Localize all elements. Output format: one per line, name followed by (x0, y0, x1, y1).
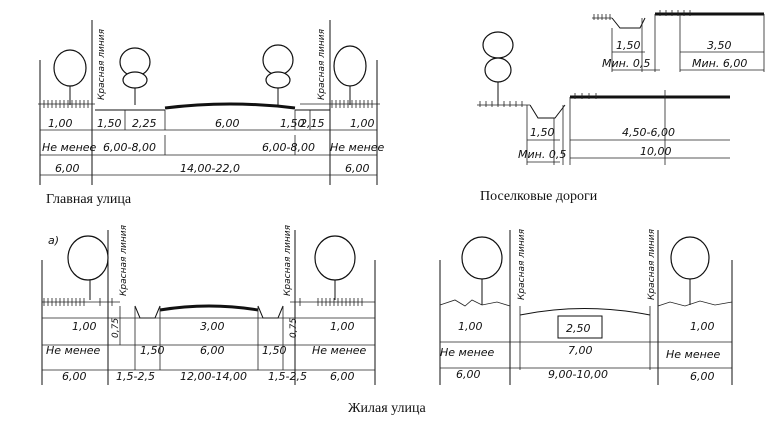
dim-label: Мин. 0,5 (602, 57, 650, 70)
tree-icon (461, 236, 503, 305)
red-line-label: Красная линия (283, 224, 293, 296)
dim-label: 12,00-14,00 (180, 370, 247, 383)
dim-label: Мин. 0,5 (518, 148, 566, 161)
tree-icon (314, 235, 356, 300)
dim-label: 6,00 (62, 370, 87, 383)
red-line-label: Красная линия (317, 28, 327, 100)
dim-label: 3,00 (200, 320, 225, 333)
village-roads-section: 1,50 3,50 Мин. 0,5 Мин. 6,00 1,50 4,50-6… (477, 10, 765, 204)
caption-main-street: Главная улица (46, 192, 132, 207)
dim-label: 14,00-22,0 (180, 162, 240, 175)
dim-label: 6,00 (55, 162, 80, 175)
dim-label: 1,50 (262, 344, 287, 357)
dim-label: 6,00 (200, 344, 225, 357)
carriageway (164, 102, 296, 110)
dim-label: Не менее (42, 141, 97, 154)
dim-label: 1,00 (350, 117, 375, 130)
dim-label: 1,00 (458, 320, 483, 333)
tree-icon (53, 49, 87, 105)
dim-label: 1,50 (97, 117, 122, 130)
dim-label: 3,50 (707, 39, 732, 52)
caption-residential-street: Жилая улица (348, 401, 427, 416)
red-line-label: Красная линия (119, 224, 129, 296)
dim-label: 0,75 (289, 318, 299, 338)
dim-label: Не менее (440, 346, 495, 359)
dim-label: 1,00 (690, 320, 715, 333)
dim-label: 1,00 (72, 320, 97, 333)
main-street-section: Красная линия Красная линия 1,00 1,50 2,… (38, 20, 385, 207)
red-line-label: Красная линия (517, 228, 527, 300)
tree-icon (482, 31, 514, 105)
dim-label: 7,00 (568, 344, 593, 357)
dim-label: 1,50 (280, 117, 305, 130)
tree-icon (119, 47, 151, 105)
dim-label: 1,50 (616, 39, 641, 52)
dim-label: 1,50 (530, 126, 555, 139)
dim-label: 9,00-10,00 (548, 368, 608, 381)
dim-label: 2,50 (566, 322, 591, 335)
dim-label: 1,00 (48, 117, 73, 130)
dim-label: 1,5-2,5 (268, 370, 307, 383)
tree-icon (333, 45, 367, 105)
tree-icon (262, 44, 294, 105)
dim-label: 1,5-2,5 (116, 370, 155, 383)
carriageway (159, 304, 259, 312)
panel-label: а) (48, 234, 59, 247)
red-line-label: Красная линия (647, 228, 657, 300)
dim-label: 6,00 (345, 162, 370, 175)
caption-village-roads: Поселковые дороги (480, 189, 598, 204)
dim-label: 4,50-6,00 (622, 126, 675, 139)
dim-label: Не менее (312, 344, 367, 357)
dim-label: 2,15 (300, 117, 325, 130)
dim-label: 6,00 (215, 117, 240, 130)
dim-label: Не менее (330, 141, 385, 154)
dim-label: 6,00 (690, 370, 715, 383)
dim-label: 6,00 (456, 368, 481, 381)
dim-label: 10,00 (640, 145, 672, 158)
dim-label: 6,00 (330, 370, 355, 383)
dim-label: Не менее (666, 348, 721, 361)
dim-label: 6,00-8,00 (103, 141, 156, 154)
residential-street-a-section: а) Красная линия Красная линия 1,00 0,75… (41, 224, 376, 385)
red-line-label: Красная линия (97, 28, 107, 100)
dim-label: 1,50 (140, 344, 165, 357)
residential-street-b-section: Красная линия Красная линия 1,00 2,50 1,… (439, 228, 733, 385)
tree-icon (670, 236, 710, 305)
dim-label: 0,75 (111, 318, 121, 338)
ground-hatch (38, 100, 380, 108)
dim-label: Не менее (46, 344, 101, 357)
dim-label: 6,00-8,00 (262, 141, 315, 154)
dim-label: 1,00 (330, 320, 355, 333)
tree-icon (67, 235, 109, 300)
dim-label: 2,25 (132, 117, 157, 130)
carriageway-box (557, 315, 603, 339)
dim-label: Мин. 6,00 (692, 57, 747, 70)
